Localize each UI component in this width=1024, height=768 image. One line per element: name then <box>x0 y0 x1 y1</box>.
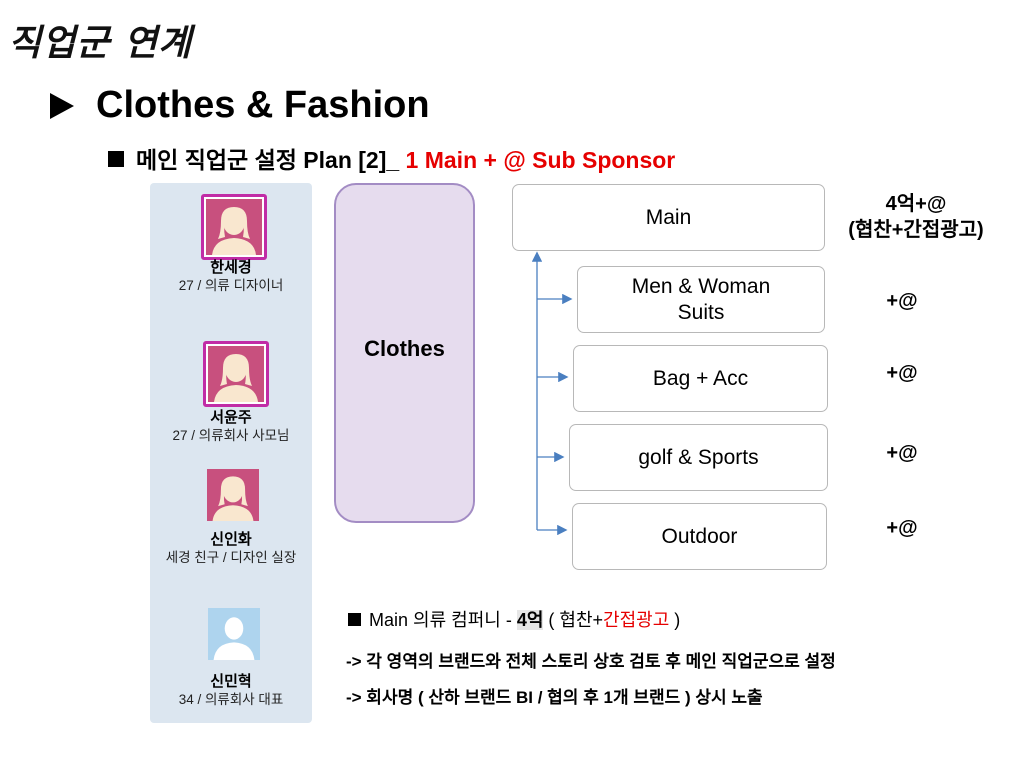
main-cost-amount: 4억+@ <box>885 193 947 215</box>
character-name: 신인화 <box>210 531 252 548</box>
section-heading: Clothes & Fashion <box>50 84 430 127</box>
sub-sponsor-label: Bag + Acc <box>652 366 749 390</box>
character-desc: 34 / 의류회사 대표 <box>178 692 284 707</box>
sub-sponsor-label: Outdoor <box>661 524 738 548</box>
main-sponsor-cost: 4억+@ (협찬+간접광고) <box>826 191 1006 243</box>
character-card: 신인화 세경 친구 / 디자인 실장 <box>150 531 312 566</box>
play-triangle-icon <box>50 92 74 119</box>
summary-close: ) <box>669 610 681 630</box>
main-cost-detail: (협찬+간접광고) <box>848 219 984 241</box>
slide-title: 직업군 연계 <box>8 22 193 64</box>
summary-red: 간접광고 <box>603 610 670 630</box>
sub-sponsor-label: Men & Woman <box>631 274 771 298</box>
section-heading-text: Clothes & Fashion <box>96 84 430 126</box>
character-desc: 27 / 의류회사 사모님 <box>172 428 290 443</box>
sub-sponsor-box: golf & Sports <box>569 424 828 491</box>
category-box: Clothes <box>334 183 475 523</box>
sub-sponsor-label-line2: Suits <box>677 300 725 324</box>
character-name: 서윤주 <box>210 409 252 426</box>
summary-open: ( 협찬+ <box>543 610 604 630</box>
character-desc: 27 / 의류 디자이너 <box>178 278 284 293</box>
male-avatar-icon <box>208 608 260 660</box>
tree-connector <box>531 251 573 535</box>
sub-sponsor-box: Outdoor <box>572 503 827 570</box>
character-desc: 세경 친구 / 디자인 실장 <box>165 550 297 565</box>
note-line: -> 각 영역의 브랜드와 전체 스토리 상호 검토 후 메인 직업군으로 설정 <box>346 652 836 671</box>
character-card: 한세경 27 / 의류 디자이너 <box>150 259 312 294</box>
character-card: 신민혁 34 / 의류회사 대표 <box>150 673 312 708</box>
female-avatar-icon <box>201 194 267 260</box>
square-bullet-icon <box>108 151 124 167</box>
category-label: Clothes <box>364 336 445 361</box>
plan-subheading-prefix: 메인 직업군 설정 Plan [2]_ <box>136 147 406 173</box>
sub-sponsor-cost: +@ <box>886 517 918 539</box>
sub-sponsor-box: Men & Woman Suits <box>577 266 825 333</box>
sub-sponsor-cost: +@ <box>886 290 918 312</box>
character-name: 신민혁 <box>210 673 252 690</box>
plan-subheading: 메인 직업군 설정 Plan [2]_ 1 Main + @ Sub Spons… <box>108 141 675 175</box>
note-line: -> 회사명 ( 산하 브랜드 BI / 협의 후 1개 브랜드 ) 상시 노출 <box>346 688 763 707</box>
character-name: 한세경 <box>210 259 252 276</box>
summary-note: Main 의류 컴퍼니 - 4억 ( 협찬+간접광고 ) <box>348 606 680 632</box>
plan-subheading-highlight: 1 Main + @ Sub Sponsor <box>405 147 676 173</box>
summary-amount: 4억 <box>516 610 544 630</box>
character-card: 서윤주 27 / 의류회사 사모님 <box>150 409 312 444</box>
summary-prefix: Main 의류 컴퍼니 - <box>369 610 517 630</box>
female-avatar-icon <box>207 469 259 521</box>
female-avatar-icon <box>203 341 269 407</box>
sub-sponsor-box: Bag + Acc <box>573 345 828 412</box>
sub-sponsor-cost: +@ <box>886 442 918 464</box>
sub-sponsor-cost: +@ <box>886 362 918 384</box>
main-sponsor-box: Main <box>512 184 825 251</box>
sub-sponsor-label: golf & Sports <box>638 445 759 469</box>
square-bullet-icon <box>348 613 361 626</box>
main-sponsor-label: Main <box>645 205 692 229</box>
